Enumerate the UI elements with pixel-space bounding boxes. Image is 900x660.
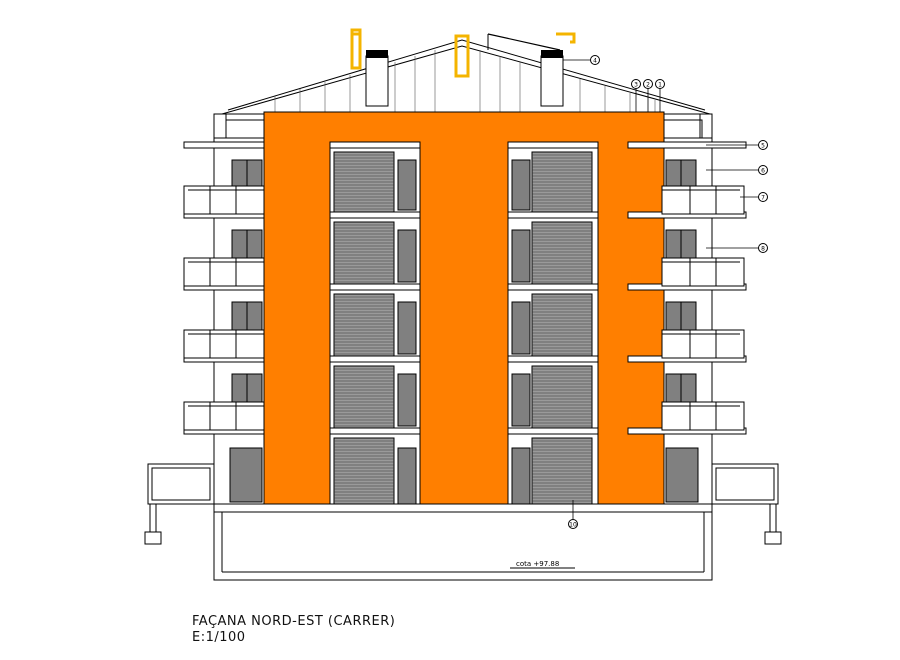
callout-marker-icon — [758, 165, 768, 175]
shutter — [333, 293, 395, 357]
callout-label: 6 — [761, 168, 765, 175]
slab-bay-left — [329, 283, 421, 291]
slab-bay-right — [507, 211, 599, 219]
bay-window — [511, 373, 531, 427]
shutter — [333, 365, 395, 429]
drawing-title: FAÇANA NORD-EST (CARRER) — [192, 614, 396, 629]
side-wing-right — [711, 463, 779, 505]
balcony-right — [661, 257, 745, 287]
chimney-center — [454, 34, 470, 78]
callout-marker-icon — [655, 79, 665, 89]
shutter — [333, 221, 395, 285]
callout-label: 2 — [646, 82, 650, 89]
solar-panel — [487, 33, 561, 51]
slab-bay-left — [329, 355, 421, 363]
callout-label: 7 — [761, 195, 765, 202]
shutter — [531, 365, 593, 429]
ground-bay-window — [511, 447, 531, 505]
callout-label: 5 — [761, 143, 765, 150]
callout-marker-icon — [758, 243, 768, 253]
plinth — [213, 503, 713, 581]
floors — [183, 141, 747, 505]
bay-window — [511, 229, 531, 283]
chimney-right — [540, 32, 576, 107]
balcony-right — [661, 401, 745, 431]
level-label: cota +97.88 — [516, 560, 559, 568]
slab-bay-right — [507, 141, 599, 149]
balcony-left — [183, 185, 265, 215]
callout-label: 4 — [593, 58, 597, 65]
callout-label: 3 — [634, 82, 638, 89]
slab-left — [183, 141, 265, 149]
side-wing-left — [147, 463, 215, 505]
callout-marker-icon — [758, 192, 768, 202]
callout-marker-icon — [590, 55, 600, 65]
balcony-left — [183, 257, 265, 287]
callout-label: 10 — [569, 522, 577, 529]
facade-orange-panel — [263, 111, 665, 505]
ground-door-right — [665, 447, 699, 503]
drawing-scale: E:1/100 — [192, 630, 246, 645]
slab-bay-right — [507, 427, 599, 435]
chimney-icon — [350, 28, 362, 70]
callout-marker-icon — [568, 519, 578, 529]
slab-bay-right — [507, 283, 599, 291]
slab-bay-right — [507, 355, 599, 363]
roof-outline — [227, 39, 706, 111]
balcony-left — [183, 401, 265, 431]
roof-seams — [274, 50, 656, 112]
bay-window — [397, 301, 417, 355]
roof — [221, 33, 711, 115]
slab-bay-left — [329, 427, 421, 435]
shutter — [531, 293, 593, 357]
chimney-left — [350, 28, 389, 107]
slab-bay-left — [329, 141, 421, 149]
callout-label: 8 — [761, 246, 765, 253]
shutter — [531, 221, 593, 285]
slab-bay-left — [329, 211, 421, 219]
balcony-left — [183, 329, 265, 359]
callout-marker-icon — [758, 140, 768, 150]
balcony-right — [661, 185, 745, 215]
ground-door-left — [229, 447, 263, 503]
bay-window — [511, 159, 531, 211]
bay-window — [397, 229, 417, 283]
callouts: 1 2 3 4 5 6 7 8 10 — [563, 55, 768, 529]
roof-edge — [221, 45, 711, 115]
callout-marker-icon — [643, 79, 653, 89]
bay-window — [511, 301, 531, 355]
balcony-right — [661, 329, 745, 359]
ground-bay-window — [397, 447, 417, 505]
callout-marker-icon — [631, 79, 641, 89]
bay-window — [397, 159, 417, 211]
callout-label: 1 — [658, 82, 662, 89]
bay-window — [397, 373, 417, 427]
